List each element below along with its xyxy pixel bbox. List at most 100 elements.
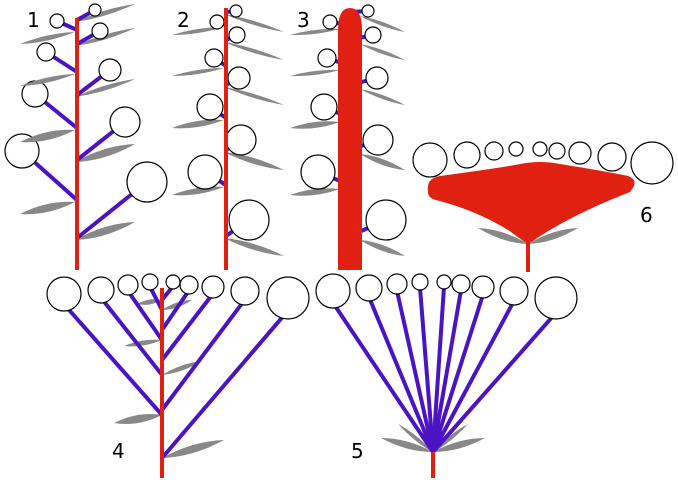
flower [87, 276, 115, 304]
bract [75, 144, 135, 162]
bract [224, 238, 284, 256]
flower [36, 42, 56, 62]
pedicel [160, 308, 290, 460]
flower [315, 273, 351, 309]
pedicel [99, 295, 164, 377]
flower [412, 142, 448, 178]
main-axis [338, 8, 362, 270]
pedicel [160, 291, 215, 362]
bract [398, 424, 433, 452]
bract [162, 361, 202, 375]
bract [290, 121, 340, 129]
bract [224, 42, 284, 60]
flower [365, 66, 389, 90]
bract [360, 154, 405, 170]
bract [224, 87, 284, 105]
pedicel [160, 297, 247, 412]
flower [568, 141, 592, 165]
bract [172, 27, 224, 35]
flower [453, 141, 481, 169]
bract [172, 68, 224, 76]
flower [364, 26, 382, 44]
flower [362, 124, 394, 156]
flower [109, 106, 141, 138]
bract [75, 222, 135, 240]
flower [201, 275, 225, 299]
bract [290, 188, 340, 196]
pedicel [431, 292, 485, 454]
flower [225, 124, 257, 156]
pedicel [62, 302, 164, 417]
bract [360, 240, 405, 256]
flower [179, 275, 199, 295]
bract [433, 438, 485, 452]
flower [548, 142, 566, 160]
flower [310, 93, 338, 121]
panel-spike [172, 4, 284, 270]
bract [124, 339, 162, 347]
flower [386, 273, 408, 295]
flower [322, 14, 338, 30]
bract [360, 16, 405, 32]
flower [266, 276, 310, 320]
pedicel [431, 310, 558, 454]
panel-capitulum [412, 141, 674, 272]
panel-label-6: 6 [640, 203, 653, 227]
flower [228, 199, 270, 241]
flower [49, 13, 65, 29]
flower [126, 161, 168, 203]
bract [224, 14, 284, 32]
flower [117, 274, 139, 296]
flower [209, 14, 225, 30]
flower [46, 276, 82, 312]
flower [361, 4, 375, 18]
panel-label-2: 2 [177, 8, 190, 32]
pedicel [431, 288, 463, 454]
bract [360, 44, 405, 60]
flower [411, 273, 429, 291]
bract [75, 4, 135, 22]
flower [187, 154, 223, 190]
pedicel [367, 295, 435, 454]
flower [534, 276, 578, 320]
panel-spadix [290, 4, 407, 270]
flower [196, 93, 224, 121]
flower [436, 274, 452, 290]
bract [172, 186, 224, 196]
flower [532, 141, 548, 157]
flower [355, 274, 383, 302]
flower [300, 154, 336, 190]
bract [20, 129, 75, 143]
bract [20, 201, 75, 215]
bract [20, 74, 75, 86]
flower [508, 141, 524, 157]
flower [499, 276, 529, 306]
bract [75, 79, 135, 97]
flower [471, 275, 495, 299]
bract [162, 440, 224, 458]
pedicel [160, 288, 191, 332]
bract [114, 414, 162, 424]
flower [229, 4, 243, 18]
panel-umbel [315, 273, 578, 478]
flower [141, 273, 159, 291]
flower [597, 142, 627, 172]
bract [20, 32, 75, 44]
panel-label-4: 4 [112, 439, 125, 463]
bract [290, 28, 340, 36]
receptacle [427, 162, 635, 244]
panel-corymb [46, 273, 310, 478]
flower [4, 133, 40, 169]
flower [91, 22, 109, 40]
flower [88, 3, 102, 17]
bract [478, 228, 528, 244]
pedicel [126, 289, 164, 342]
bract [528, 228, 578, 244]
flower [165, 274, 181, 290]
flower [630, 141, 674, 185]
flower [228, 26, 246, 44]
flower [98, 58, 122, 82]
bract [224, 152, 284, 170]
bract [290, 69, 340, 77]
